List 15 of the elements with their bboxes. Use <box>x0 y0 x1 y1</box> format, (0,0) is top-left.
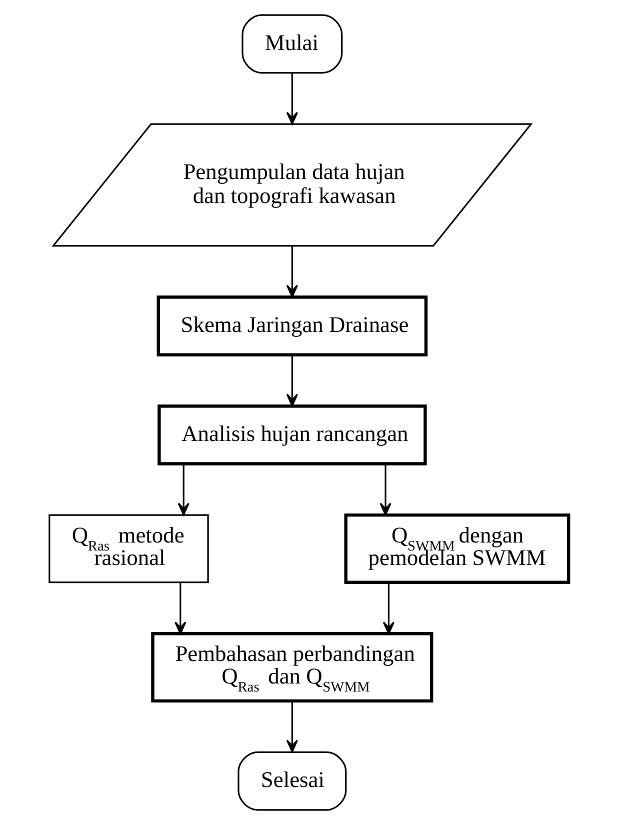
arrow <box>286 246 298 298</box>
arrow <box>174 582 186 634</box>
node-box: Q$_{Ras}$ metode rasional <box>48 514 208 584</box>
node-box: Selesai <box>237 751 346 811</box>
node-box: Analisis hujan rancangan <box>157 404 426 466</box>
arrow <box>382 582 394 634</box>
node-box: Skema Jaringan Drainase <box>156 296 428 356</box>
arrow <box>379 464 391 516</box>
node-box: Pembahasan perbandingan Q$_{Ras}$ dan Q$_{SWMM}$ <box>150 632 433 703</box>
arrow <box>286 701 298 752</box>
node-box: Mulai <box>241 14 342 74</box>
arrow <box>286 355 298 406</box>
node-box: Q$_{SWMM}$ dengan pemodelan SWMM <box>344 513 570 584</box>
arrow <box>177 464 189 516</box>
arrow <box>286 73 298 125</box>
